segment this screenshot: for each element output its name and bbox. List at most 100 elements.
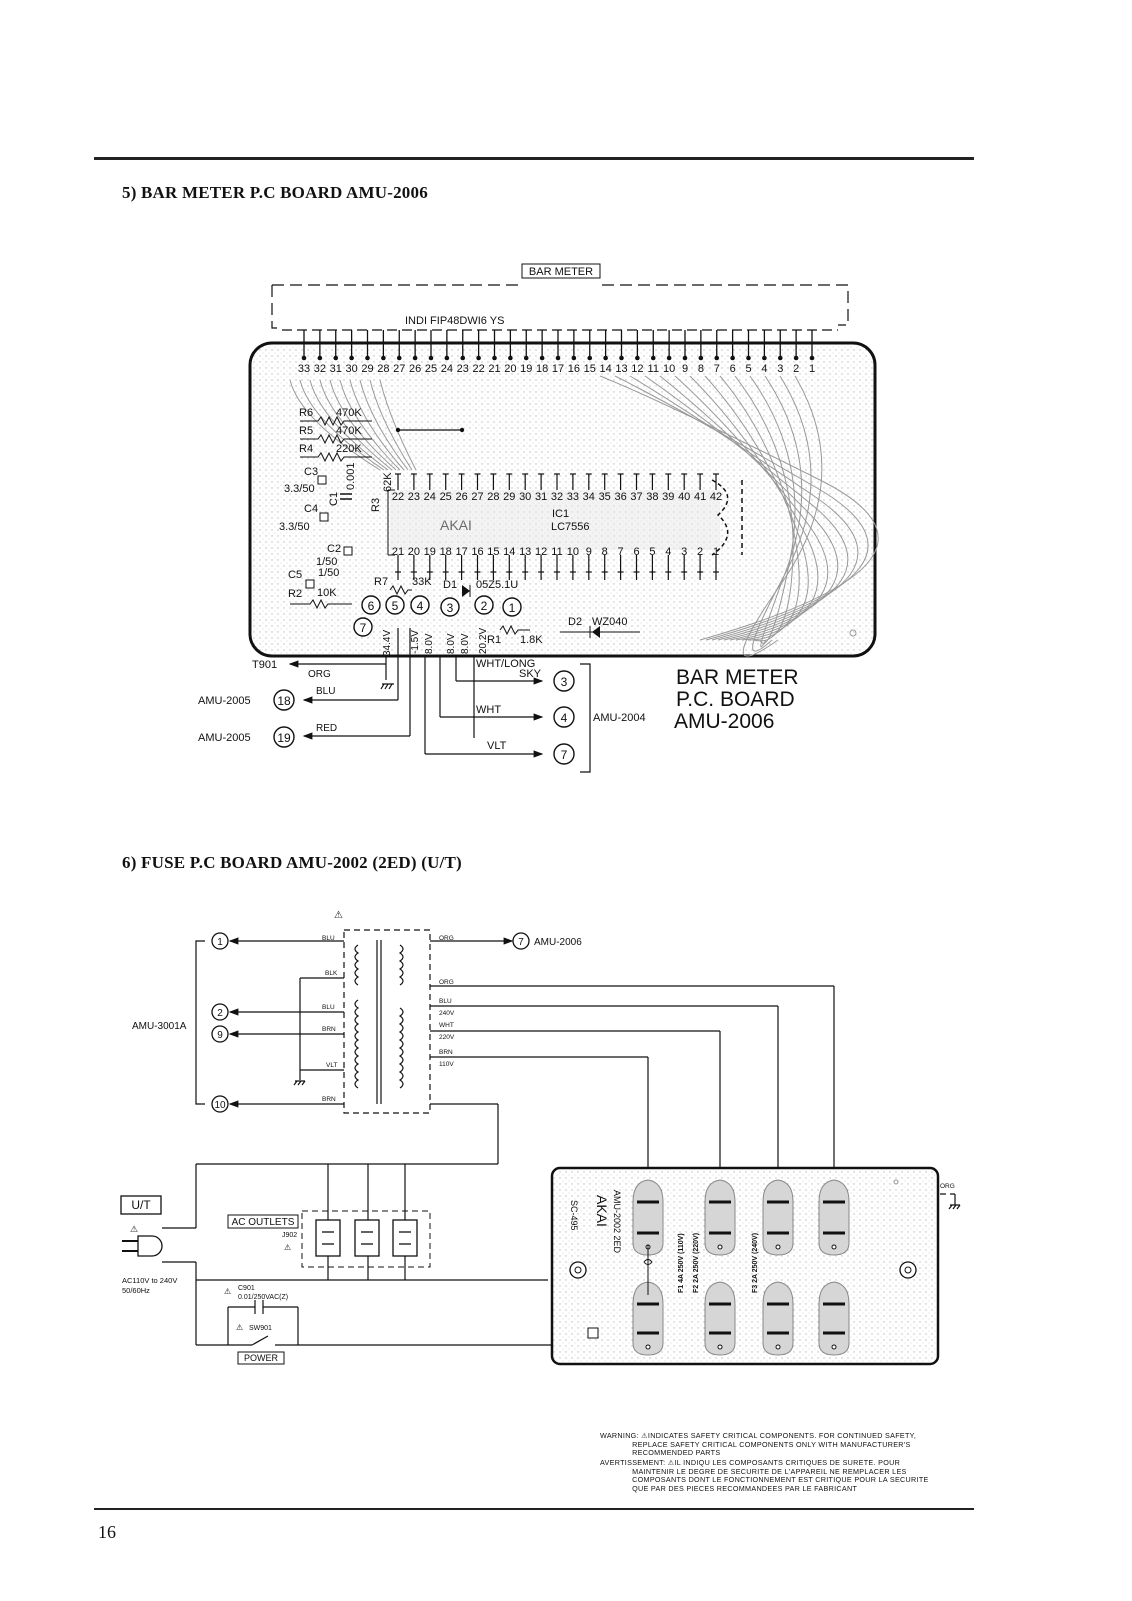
display-pin-pad — [635, 355, 640, 361]
terminal-7: 7 — [360, 621, 367, 635]
r5-ref: R5 — [299, 425, 313, 437]
svg-text:110V: 110V — [439, 1061, 454, 1068]
ic-pin-label: 8 — [602, 546, 608, 558]
c901-ref: C901 — [238, 1285, 255, 1292]
ic-pin-label: 33 — [567, 491, 579, 503]
wire-wht-long: WHT/LONG — [476, 658, 535, 670]
ic-pin-label: 22 — [392, 491, 404, 503]
ac-outlets: AC OUTLETS J902 ⚠ — [227, 1210, 431, 1268]
ic-pin-label: 32 — [551, 491, 563, 503]
section-title-bar-meter: 5) BAR METER P.C BOARD AMU-2006 — [122, 183, 428, 202]
ic-pin-label: 24 — [424, 491, 436, 503]
wire-org-right: ORG — [940, 1183, 955, 1190]
pcb-print-code: SC-495 — [569, 1200, 579, 1231]
fuse-holder — [704, 1281, 736, 1356]
svg-text:240V: 240V — [439, 1010, 455, 1017]
power-switch-label: POWER — [244, 1353, 279, 1363]
svg-text:AMU-2006: AMU-2006 — [674, 710, 774, 733]
terminal-1: 1 — [509, 601, 516, 615]
fuse-hole — [775, 1244, 781, 1250]
fuse-pcb: AKAI AMU-2002 2ED SC-495 F1 4A 250V (110… — [550, 1166, 955, 1366]
ic-pin-label: 38 — [646, 491, 658, 503]
ic-pin-label: 41 — [694, 491, 706, 503]
ac-outlets-label: AC OUTLETS — [232, 1217, 295, 1228]
pcb-trace — [674, 375, 829, 641]
pcb-print-brand: AKAI — [594, 1195, 610, 1227]
pin-1: 1 — [217, 937, 223, 948]
r6-value: 470K — [336, 407, 362, 419]
display-pin-label: 3 — [777, 363, 783, 375]
display-pin-pad — [650, 355, 656, 361]
wire-blu: BLU — [316, 686, 335, 697]
terminal-3: 3 — [447, 601, 454, 615]
amu2004-label: AMU-2004 — [593, 712, 646, 724]
display-pin-label: 18 — [536, 363, 548, 375]
display-pin-pad — [508, 355, 513, 361]
voltage-8v-b: 8.0V — [446, 633, 457, 654]
ic-pin-label: 28 — [487, 491, 499, 503]
left-pin-connectors: 1 2 9 10 AMU-3001A ⚠ — [132, 910, 343, 1113]
display-pin-label: 6 — [730, 363, 736, 375]
pcb-terminals: 6 5 4 3 2 1 7 — [353, 595, 522, 637]
test-voltages: 34.4V -1.5V 8.0V 8.0V 8.0V 20.2V — [382, 628, 489, 656]
display-pin-label: 19 — [520, 363, 532, 375]
ac-freq-label: 50/60Hz — [122, 1286, 150, 1295]
display-pin-label: 17 — [552, 363, 564, 375]
display-pin-pad — [555, 355, 561, 361]
c1-value: 0.001 — [345, 462, 357, 490]
pin-2: 2 — [217, 1008, 223, 1019]
pin-10: 10 — [214, 1100, 226, 1111]
ic-pin-label: 37 — [630, 491, 642, 503]
svg-text:⚠: ⚠ — [284, 1243, 291, 1252]
svg-text:ORG: ORG — [439, 935, 454, 942]
pcb-trace — [379, 379, 417, 471]
terminal-4: 4 — [417, 599, 424, 613]
display-pin-label: 13 — [615, 363, 627, 375]
r7-value: 33K — [412, 576, 432, 588]
svg-text:BLU: BLU — [439, 998, 452, 1005]
display-pin-pad — [619, 355, 624, 361]
svg-text:BLU: BLU — [322, 935, 335, 942]
ic-pin-label: 2 — [697, 546, 703, 558]
display-pin-pad — [714, 355, 720, 361]
display-pin-pad — [746, 355, 751, 361]
display-pin-pad — [539, 355, 545, 361]
bar-meter-display-label: BAR METER — [529, 266, 593, 278]
r3-value: 62K — [382, 472, 394, 492]
ic1-ref: IC1 — [552, 508, 569, 520]
top-rule — [94, 157, 974, 160]
warning-french: AVERTISSEMENT: ⚠IL INDIQU LES COMPOSANTS… — [600, 1458, 929, 1493]
ic-pin-label: 4 — [665, 546, 671, 558]
c2-value: 1/50 — [316, 556, 337, 568]
ic-pin-label: 6 — [633, 546, 639, 558]
wire-red: RED — [316, 723, 337, 734]
ic-pin-label: 36 — [614, 491, 626, 503]
r1-ref: R1 — [487, 634, 501, 646]
c5-value: 1/50 — [318, 567, 339, 579]
ic-pin-label: 11 — [551, 546, 562, 558]
c3-value: 3.3/50 — [284, 483, 315, 495]
warning-icon-ut: ⚠ — [130, 1224, 138, 1234]
bar-meter-board-label: BAR METER P.C. BOARD AMU-2006 — [674, 666, 799, 733]
display-pin-label: 21 — [488, 363, 500, 375]
svg-text:BAR METER: BAR METER — [676, 666, 799, 689]
display-pin-label: 33 — [298, 363, 310, 375]
ic1-part: LC7556 — [551, 521, 590, 533]
ic-pin-label: 15 — [487, 546, 499, 558]
ic-pin-label: 26 — [455, 491, 467, 503]
svg-text:220V: 220V — [439, 1034, 455, 1041]
ic-pin-label: 27 — [471, 491, 483, 503]
ic-pin-label: 17 — [455, 546, 467, 558]
pcb-trace — [749, 375, 796, 644]
display-pin-pad — [412, 355, 418, 361]
ic-pin-label: 7 — [618, 546, 624, 558]
ic-pin-label: 25 — [440, 491, 452, 503]
c1-ref: C1 — [328, 492, 340, 506]
left-component-cluster: R6 470K R5 470K R4 220K C3 3.3/50 C1 0.0… — [279, 407, 857, 646]
display-pin-label: 9 — [682, 363, 688, 375]
display-pin-label: 24 — [441, 363, 453, 375]
transformer — [343, 929, 431, 1114]
wire-org: ORG — [308, 669, 331, 680]
ic-pin-label: 35 — [599, 491, 611, 503]
display-pin-pad — [777, 355, 783, 361]
